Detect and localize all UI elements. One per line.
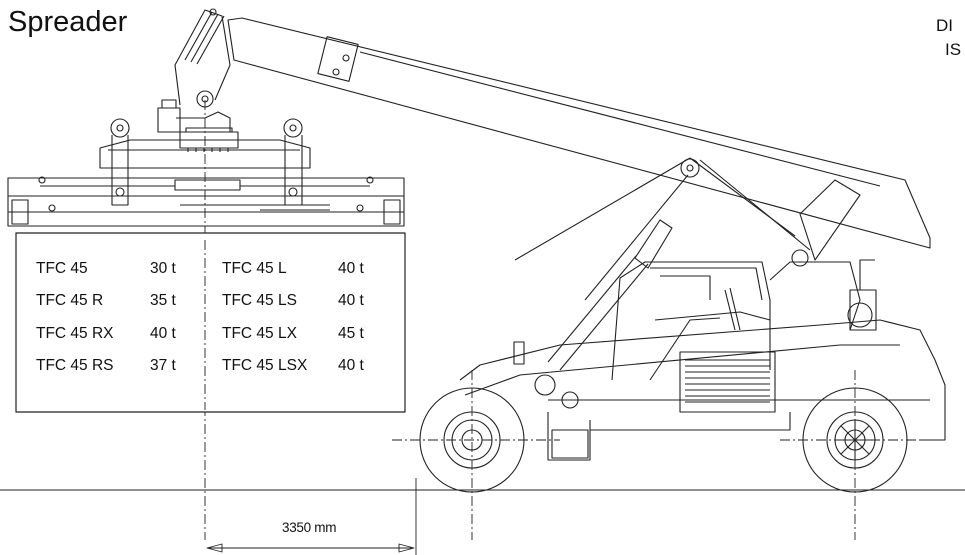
boom [227, 17, 931, 261]
model-name: TFC 45 LSX [222, 357, 308, 374]
corner-text-top: DI [936, 16, 953, 35]
rotator-arm [174, 8, 231, 106]
model-capacity: 40 t [338, 357, 364, 374]
model-capacity: 35 t [150, 292, 176, 309]
model-capacity: 37 t [150, 357, 176, 374]
model-name: TFC 45 RX [36, 325, 114, 342]
boom-supports [514, 157, 811, 371]
model-capacity: 40 t [338, 292, 364, 309]
model-capacity: 45 t [338, 325, 364, 342]
model-name: TFC 45 L [222, 260, 287, 277]
model-name: TFC 45 LS [222, 292, 297, 309]
spreader-frame [7, 176, 405, 227]
model-capacity: 30 t [150, 260, 176, 277]
model-capacity: 40 t [338, 260, 364, 277]
dimension-label: 3350 mm [282, 520, 337, 535]
model-name: TFC 45 R [36, 292, 104, 309]
chassis [459, 249, 946, 461]
corner-text-bottom: IS [945, 40, 962, 59]
capacity-table-box [15, 232, 406, 413]
cab [611, 261, 771, 381]
model-name: TFC 45 [36, 260, 88, 277]
model-name: TFC 45 RS [36, 357, 114, 374]
model-name: TFC 45 LX [222, 325, 297, 342]
dimension-line [206, 478, 417, 555]
model-capacity: 40 t [150, 325, 176, 342]
page-title: Spreader [8, 6, 128, 38]
